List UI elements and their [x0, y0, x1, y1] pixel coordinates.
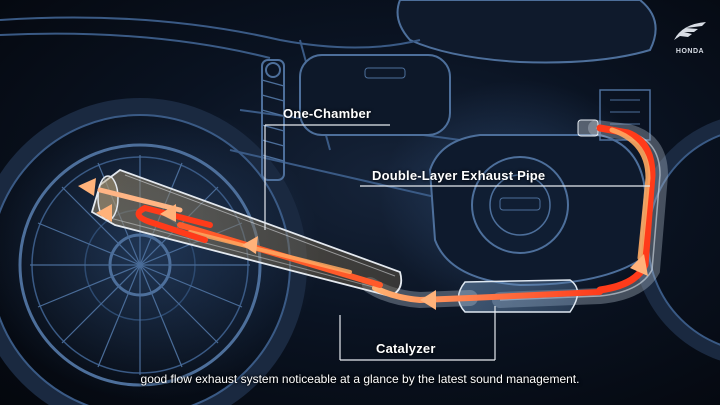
flow-arrows	[78, 178, 648, 310]
rear-shock	[261, 59, 285, 181]
arrow-header	[630, 254, 648, 276]
fuel-tank	[396, 0, 657, 64]
engine	[428, 89, 651, 287]
arrow-outlet-low	[96, 204, 112, 222]
catalyzer-label: Catalyzer	[376, 341, 436, 356]
honda-wing-icon	[674, 22, 706, 40]
one-chamber-label: One-Chamber	[283, 106, 372, 121]
side-cover	[299, 54, 451, 136]
arrow-outlet	[78, 178, 96, 196]
arrow-muffler-mid	[242, 236, 258, 254]
callout-lines	[264, 124, 650, 361]
double-layer-exhaust-pipe-label: Double-Layer Exhaust Pipe	[372, 168, 546, 183]
arrow-catalyzer	[420, 290, 436, 310]
video-subtitle: good flow exhaust system noticeable at a…	[140, 372, 580, 386]
honda-logo: HONDA	[668, 20, 712, 55]
arrow-chamber	[160, 204, 176, 222]
honda-logo-text: HONDA	[675, 48, 705, 55]
